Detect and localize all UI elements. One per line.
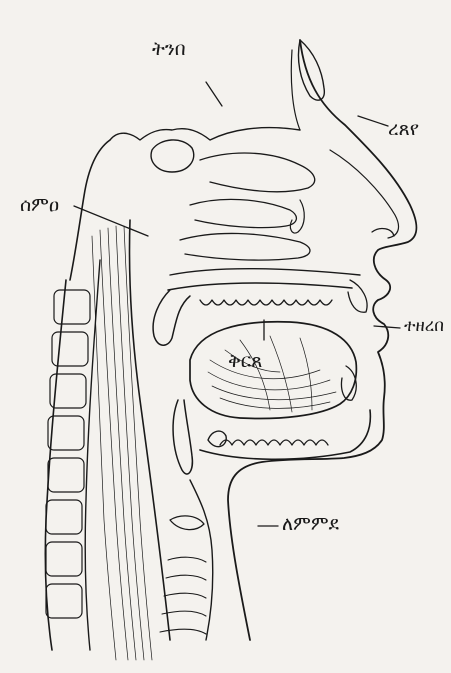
tongue-outline — [190, 322, 356, 419]
leader-nose — [358, 116, 388, 126]
vertebrae — [46, 290, 90, 618]
septum-curl — [290, 200, 304, 233]
label-tongue: ቅርጸ — [228, 352, 262, 371]
label-nose: ረጸየ — [388, 120, 419, 139]
sphenoid-sinus — [151, 140, 194, 172]
epiglottis — [173, 400, 192, 474]
nostril — [372, 229, 394, 236]
trachea-rings — [160, 557, 206, 634]
turbinate-upper — [200, 153, 315, 192]
leader-back — [74, 206, 148, 236]
leader-top — [206, 82, 222, 106]
tongue-fibers — [208, 336, 336, 412]
label-lips: ተዘረበ — [404, 318, 444, 335]
nose-inner-line — [330, 150, 399, 238]
lower-teeth — [220, 440, 328, 445]
hard-palate — [168, 283, 352, 290]
turbinate-lower — [180, 233, 310, 260]
upper-incisor — [348, 280, 367, 312]
hyoid — [208, 431, 226, 447]
skull-base — [110, 128, 300, 140]
neck-muscle-fibers — [92, 226, 152, 660]
turbinate-middle — [190, 199, 296, 227]
pharynx-back-wall — [129, 220, 170, 640]
occipital — [70, 140, 110, 280]
nasal-floor — [170, 269, 360, 275]
label-back: ሰምዐ — [20, 196, 59, 215]
leader-lines — [74, 82, 400, 526]
vocal-fold — [170, 516, 204, 530]
frontal-sinus — [298, 40, 324, 100]
label-throat: ለምምደ — [282, 515, 339, 534]
upper-teeth — [200, 300, 332, 305]
soft-palate — [153, 290, 190, 345]
spine-back-edge — [85, 260, 100, 650]
label-top: ትንበ — [152, 40, 186, 59]
